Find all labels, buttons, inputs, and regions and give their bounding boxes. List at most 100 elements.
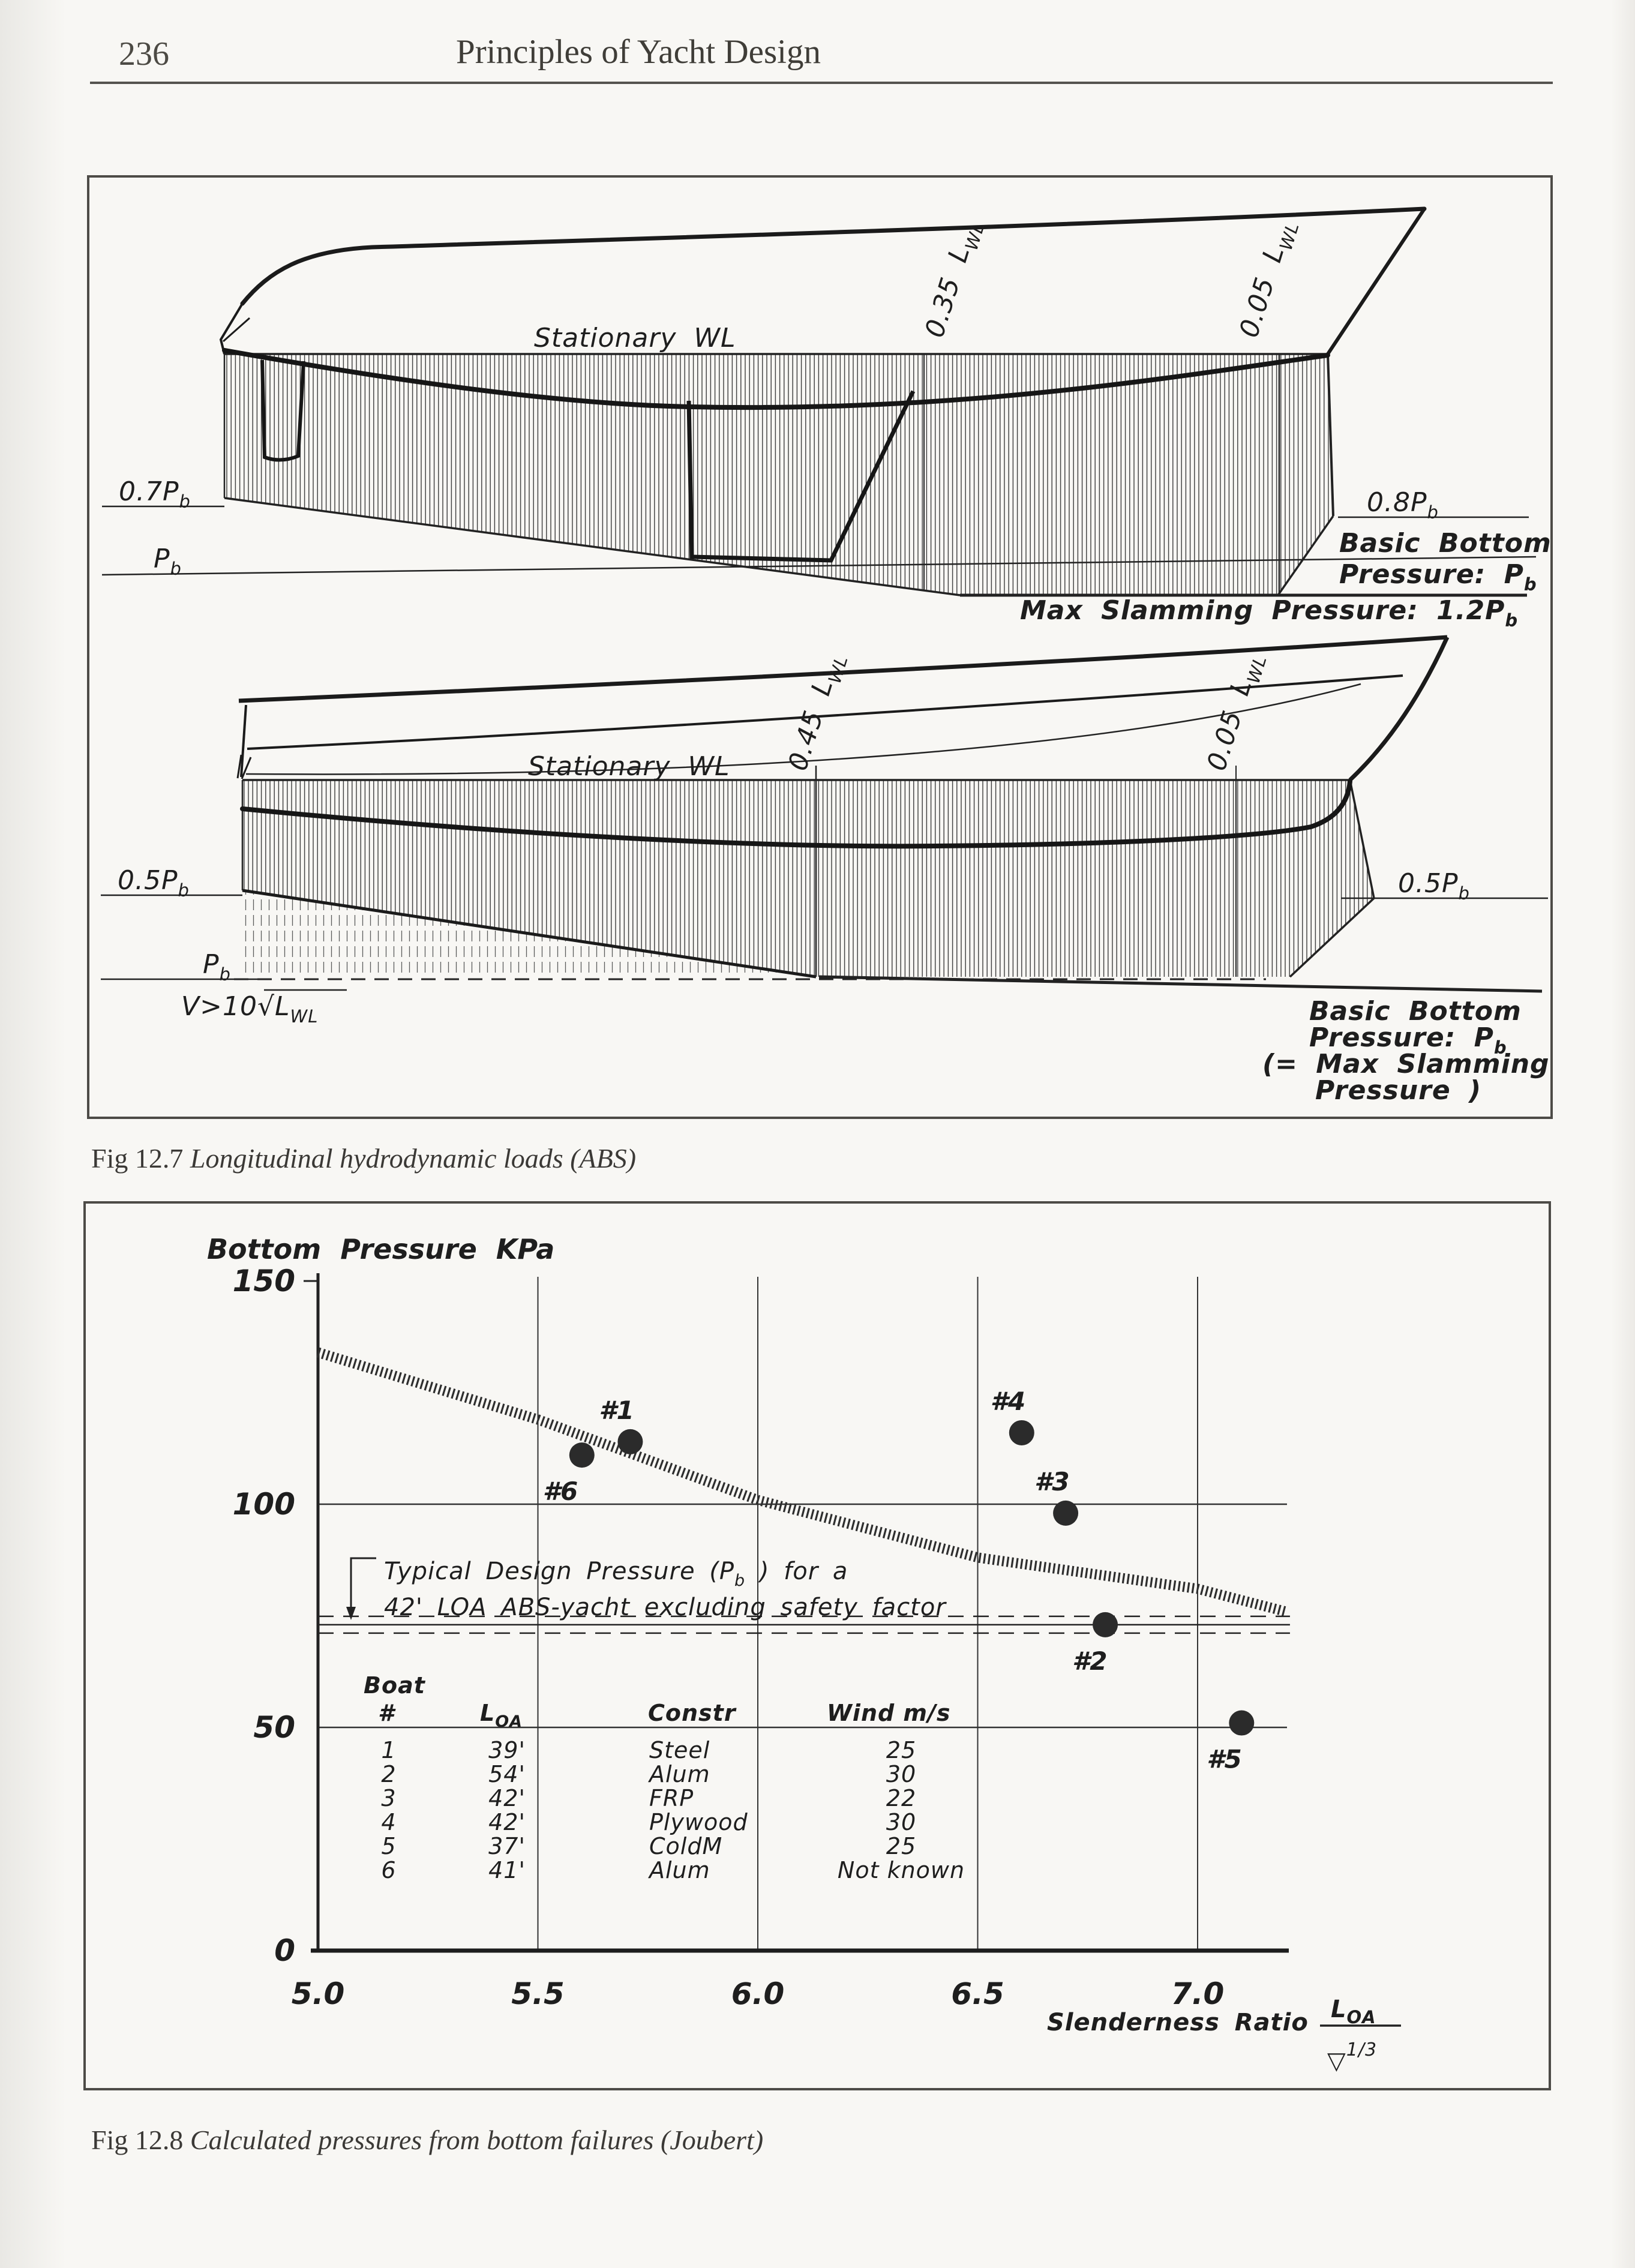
table-cell-r2-c2: 54' [488,1761,526,1787]
data-point-label-#2: #2 [1072,1646,1107,1676]
y-tick-label-150: 150 [233,1264,295,1298]
station-005-label-bottom: 0.05 LWL [1201,649,1271,776]
table-cell-r4-c2: 42' [488,1809,526,1835]
pressure-envelope-bow-edge-top [1327,353,1334,517]
data-point-#3 [1053,1500,1079,1526]
y-tick-label-50: 50 [253,1710,295,1745]
table-header-wind: Wind m/s [827,1700,951,1726]
table-cell-r4-c4: 30 [886,1809,916,1835]
chart-axes [304,1273,1289,1953]
stern-wedge-bottom [236,754,252,779]
data-point-#2 [1093,1612,1118,1637]
stern-transom-top [219,302,244,355]
pb-reference-line-top [101,556,1537,576]
table-header-boat: Boat [364,1672,426,1699]
data-point-label-#4: #4 [991,1387,1025,1416]
caption-text: Longitudinal hydrodynamic loads (ABS) [190,1143,637,1174]
table-cell-r1-c1: 1 [381,1737,396,1763]
hull-top-diagram: Stationary WL 0.35 LWL 0.05 LWL 0.7Pb Pb… [101,206,1550,631]
hull-bottom-profile-top [222,348,1330,410]
annotation-arrowhead [346,1607,356,1620]
table-cell-r3-c1: 3 [381,1785,396,1811]
y-tick-label-0: 0 [274,1933,295,1968]
table-header-number: # [378,1700,396,1726]
caption-prefix: Fig 12.7 [91,1143,184,1174]
annotation-bracket [350,1557,376,1607]
max-slamming-line-bottom [818,975,1543,993]
data-point-label-#3: #3 [1034,1467,1069,1496]
table-cell-r6-c1: 6 [381,1857,396,1883]
page-number: 236 [119,35,169,73]
table-cell-r1-c4: 25 [886,1737,916,1763]
hull-bottom-profile-bottom [240,779,1352,849]
max-slamming-label-top: Max Slamming Pressure: 1.2Pb [1020,595,1518,631]
sheer-line-top [240,206,1427,306]
header-rule [90,82,1553,84]
pb-label-bottom-left: Pb [203,949,231,985]
x-tick-label-6.0: 6.0 [731,1976,785,2011]
p08-label: 0.8Pb [1367,487,1439,523]
scan-left-shadow [0,0,66,2268]
table-cell-r4-c3: Plywood [649,1809,748,1835]
pressure-hatch-region-top [224,354,1333,595]
y-tick-label-100: 100 [233,1487,295,1522]
table-cell-r6-c2: 41' [488,1857,526,1883]
fraction-denominator: ▽1/3 [1327,2039,1377,2075]
figure-12-7-caption: Fig 12.7 Longitudinal hydrodynamic loads… [91,1142,636,1174]
data-point-#6 [569,1442,595,1468]
stern-transom-inner-top [223,317,250,343]
p07-label: 0.7Pb [119,476,191,512]
table-header-constr: Constr [648,1700,737,1726]
station-045-label: 0.45 LWL [782,649,852,776]
hull-bottom-diagram: Stationary WL 0.45 LWL 0.05 LWL 0.5Pb 0.… [101,635,1550,1106]
table-cell-r3-c4: 22 [886,1785,916,1811]
figure-12-7-frame: Stationary WL 0.35 LWL 0.05 LWL 0.7Pb Pb… [87,175,1553,1119]
station-005-label-top: 0.05 LWL [1234,215,1303,343]
x-axis-title: Slenderness Ratio [1047,2009,1309,2036]
pressure-envelope-fwd-slope-top [1277,515,1334,596]
rudder-outline [260,359,305,462]
table-cell-r1-c3: Steel [649,1737,710,1763]
eq-max-slamming-label-2: Pressure ) [1315,1075,1481,1106]
figure-12-8-caption: Fig 12.8 Calculated pressures from botto… [91,2124,763,2156]
page-title: Principles of Yacht Design [456,33,821,71]
caption-prefix: Fig 12.8 [91,2125,184,2155]
data-point-label-#5: #5 [1207,1745,1241,1774]
p05-left-label: 0.5Pb [118,865,190,901]
table-cell-r2-c4: 30 [886,1761,916,1787]
v10-label: V>10√LWL [181,991,318,1027]
bow-stem-bottom [1348,636,1450,782]
table-cell-r2-c3: Alum [647,1761,710,1787]
annotation-line-1: Typical Design Pressure (Pb ) for a [384,1558,848,1590]
data-point-#4 [1009,1420,1034,1445]
table-cell-r5-c3: ColdM [649,1833,722,1859]
table-cell-r5-c2: 37' [488,1833,526,1859]
pressure-envelope-aft-slope-top [224,497,961,596]
table-cell-r4-c1: 4 [381,1809,396,1835]
table-cell-r3-c2: 42' [488,1785,526,1811]
x-tick-label-7.0: 7.0 [1171,1976,1225,2011]
stern-edge-bottom [240,704,247,778]
stationary-wl-label-bottom: Stationary WL [528,751,730,782]
annotation-line-2: 42' LOA ABS-yacht excluding safety facto… [384,1594,947,1621]
pressure-hatch-region-bottom [242,780,1374,977]
data-point-label-#1: #1 [599,1396,634,1425]
pb-label-top-left: Pb [154,544,182,579]
eq-max-slamming-label-1: (= Max Slamming [1262,1049,1550,1079]
bow-wave-line-bottom [245,683,1361,775]
bow-stem-top [1326,208,1426,355]
data-point-label-#6: #6 [543,1477,578,1506]
x-tick-label-5.0: 5.0 [292,1976,345,2011]
deck-line-2-bottom [247,674,1403,750]
table-cell-r5-c1: 5 [381,1833,396,1859]
fraction-numerator: LOA [1331,1996,1376,2027]
data-point-#5 [1229,1710,1255,1736]
basic-bottom-label-bottom: Basic Bottom [1309,996,1522,1027]
table-cell-r5-c4: 25 [886,1833,916,1859]
chart-title: Bottom Pressure KPa [207,1233,554,1265]
